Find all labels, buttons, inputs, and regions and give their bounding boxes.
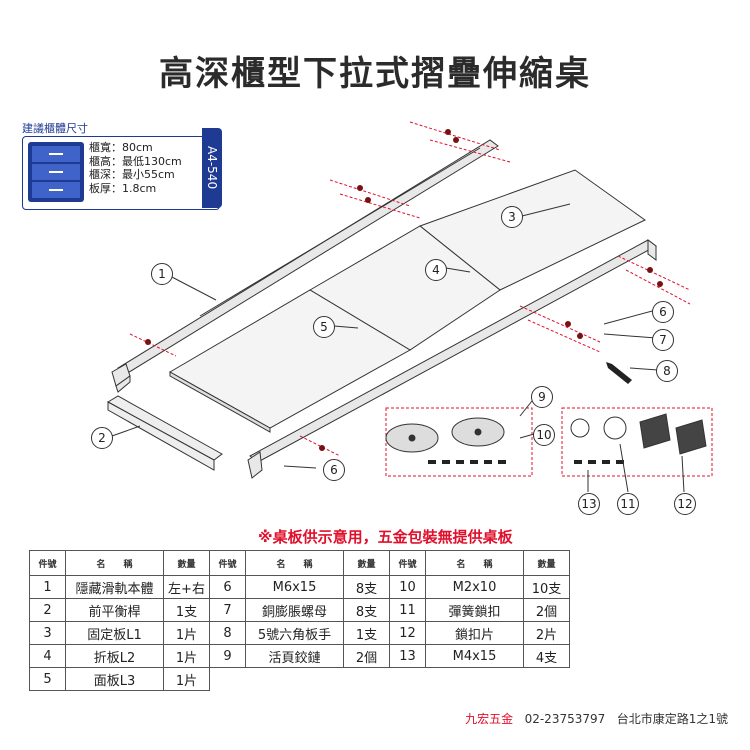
lock-plate-icon <box>639 413 707 455</box>
table-cell-empty <box>524 668 570 691</box>
lock-parts-box <box>561 407 713 477</box>
table-cell: 折板L2 <box>65 644 164 668</box>
callout-12: 12 <box>674 493 696 515</box>
table-cell: 8 <box>209 621 246 645</box>
col-qty-2: 數量 <box>343 550 390 576</box>
table-cell: 12 <box>389 621 426 645</box>
assembly-diagram <box>106 121 713 493</box>
col-no-3: 件號 <box>389 550 426 576</box>
table-cell: 左+右 <box>163 575 210 599</box>
hex-wrench-icon <box>606 362 632 384</box>
table-cell: 7 <box>209 598 246 622</box>
table-cell: 10支 <box>523 575 570 599</box>
hinge-parts-box <box>385 407 533 477</box>
spring-lock-icon <box>570 416 627 440</box>
table-cell: 2個 <box>523 598 570 622</box>
table-cell: 8支 <box>343 598 390 622</box>
table-cell: 8支 <box>343 575 390 599</box>
table-cell: 2 <box>29 598 66 622</box>
table-cell-empty <box>426 668 524 691</box>
table-cell: 10 <box>389 575 426 599</box>
table-row: 3 固定板L1 1片 8 5號六角板手 1支 12 鎖扣片 2片 <box>29 621 570 645</box>
board-notice: ※桌板供示意用，五金包裝無提供桌板 <box>258 528 513 546</box>
table-cell: 9 <box>209 644 246 668</box>
hinge-icon <box>385 417 505 453</box>
callout-6-lower: 6 <box>323 459 345 481</box>
callout-13: 13 <box>578 493 600 515</box>
footer-address: 台北市康定路1之1號 <box>616 712 728 726</box>
table-cell: M2x10 <box>425 575 524 599</box>
cabinet-spec-thickness: 板厚：1.8cm <box>89 181 157 195</box>
table-cell-empty <box>390 668 426 691</box>
cabinet-icon <box>28 142 84 202</box>
table-cell: 3 <box>29 621 66 645</box>
front-balance-bar <box>106 395 223 471</box>
table-cell: 1支 <box>343 621 390 645</box>
table-cell: 前平衡桿 <box>65 598 164 622</box>
footer-contact: 九宏五金 02-23753797 台北市康定路1之1號 <box>465 710 728 727</box>
table-cell-empty <box>344 668 390 691</box>
col-name-2: 名 稱 <box>245 550 344 576</box>
callout-9: 9 <box>531 386 553 408</box>
callout-7: 7 <box>652 329 674 351</box>
table-cell: 6 <box>209 575 246 599</box>
left-slide-rail <box>111 139 499 393</box>
col-qty-3: 數量 <box>523 550 570 576</box>
callout-5: 5 <box>313 316 335 338</box>
table-cell: 1片 <box>163 621 210 645</box>
table-cell-empty <box>210 668 246 691</box>
table-cell: 2個 <box>343 644 390 668</box>
table-cell: 面板L3 <box>65 667 164 691</box>
table-cell: 2片 <box>523 621 570 645</box>
col-no-2: 件號 <box>209 550 246 576</box>
footer-brand: 九宏五金 <box>465 712 514 726</box>
callout-11: 11 <box>617 493 639 515</box>
table-row: 5 面板L3 1片 <box>29 667 570 691</box>
table-cell: 11 <box>389 598 426 622</box>
callout-6-upper: 6 <box>652 301 674 323</box>
table-cell: 13 <box>389 644 426 668</box>
table-cell: 1 <box>29 575 66 599</box>
table-cell: 隱藏滑軌本體 <box>65 575 164 599</box>
parts-table: 件號 名 稱 數量 件號 名 稱 數量 件號 名 稱 數量 1 隱藏滑軌本體 左… <box>29 550 570 691</box>
footer-phone: 02-23753797 <box>524 712 606 726</box>
parts-table-header: 件號 名 稱 數量 件號 名 稱 數量 件號 名 稱 數量 <box>29 550 570 576</box>
cabinet-spec-list: 櫃寬：80cm 櫃高：最低130cm 櫃深：最小55cm 板厚：1.8cm <box>89 141 182 195</box>
callout-2: 2 <box>91 427 113 449</box>
table-row: 2 前平衡桿 1支 7 銅膨脹螺母 8支 11 彈簧鎖扣 2個 <box>29 598 570 622</box>
col-name-3: 名 稱 <box>425 550 524 576</box>
cabinet-spec-width: 櫃寬：80cm <box>89 141 153 154</box>
right-slide-rail <box>247 239 657 479</box>
callout-1: 1 <box>151 263 173 285</box>
table-cell: 鎖扣片 <box>425 621 524 645</box>
product-code: A4-540 <box>202 128 222 208</box>
col-qty-1: 數量 <box>163 550 210 576</box>
table-cell: 銅膨脹螺母 <box>245 598 344 622</box>
table-cell: 5 <box>29 667 66 691</box>
col-no-1: 件號 <box>29 550 66 576</box>
table-cell: 1片 <box>163 644 210 668</box>
table-cell: M6x15 <box>245 575 344 599</box>
table-cell: 固定板L1 <box>65 621 164 645</box>
table-cell: 活頁鉸鏈 <box>245 644 344 668</box>
table-cell: 4支 <box>523 644 570 668</box>
cabinet-spec-depth: 櫃深：最小55cm <box>89 168 175 181</box>
table-row: 1 隱藏滑軌本體 左+右 6 M6x15 8支 10 M2x10 10支 <box>29 575 570 599</box>
table-cell: 1片 <box>163 667 210 691</box>
cabinet-size-label: 建議櫃體尺寸 <box>22 122 88 135</box>
col-name-1: 名 稱 <box>65 550 164 576</box>
table-cell-empty <box>246 668 344 691</box>
callout-4: 4 <box>425 259 447 281</box>
page-title: 高深櫃型下拉式摺疊伸縮桌 <box>159 54 591 94</box>
callout-10: 10 <box>533 424 555 446</box>
table-cell: 彈簧鎖扣 <box>425 598 524 622</box>
callout-3: 3 <box>501 206 523 228</box>
table-cell: 1支 <box>163 598 210 622</box>
cabinet-spec-height: 櫃高：最低130cm <box>89 154 182 168</box>
table-cell: 4 <box>29 644 66 668</box>
table-row: 4 折板L2 1片 9 活頁鉸鏈 2個 13 M4x15 4支 <box>29 644 570 668</box>
table-cell: 5號六角板手 <box>245 621 344 645</box>
callout-8: 8 <box>656 360 678 382</box>
table-cell: M4x15 <box>425 644 524 668</box>
